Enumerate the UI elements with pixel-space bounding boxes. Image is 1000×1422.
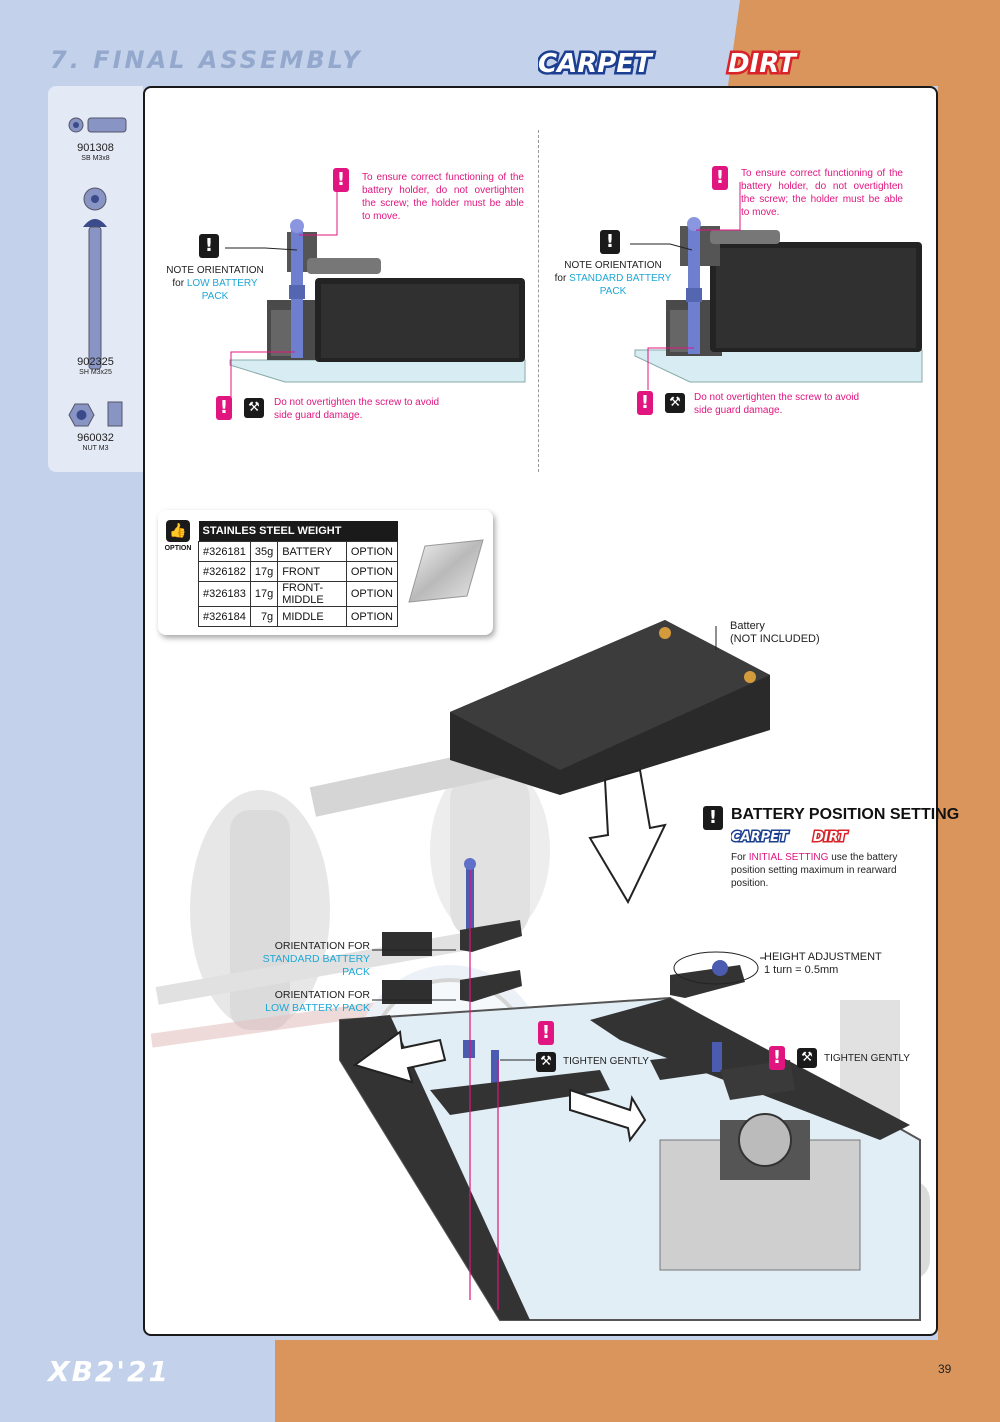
height-adj-line1: HEIGHT ADJUSTMENT	[764, 951, 882, 963]
table-cell: #326183	[198, 581, 251, 607]
table-cell: 17g	[249, 581, 279, 607]
left-orientation-label: NOTE ORIENTATION for LOW BATTERY PACK	[160, 264, 270, 303]
warning-icon: !	[333, 168, 349, 192]
table-cell: OPTION	[345, 606, 399, 627]
table-cell: FRONT	[277, 561, 347, 582]
battery-label-line1: Battery	[730, 620, 765, 632]
right-orientation-line2: for STANDARD BATTERY PACK	[545, 272, 681, 298]
position-badge-dirt: DIRT	[813, 830, 848, 845]
height-adjustment-label: HEIGHT ADJUSTMENT 1 turn = 0.5mm	[764, 951, 882, 977]
option-label: OPTION	[164, 545, 192, 552]
height-adj-line2: 1 turn = 0.5mm	[764, 964, 839, 976]
footer-logo: XB2'21	[48, 1355, 170, 1388]
table-cell: OPTION	[345, 541, 399, 562]
position-badge-carpet: CARPET	[731, 830, 789, 845]
page-number: 39	[938, 1362, 952, 1376]
right-detail-illustration	[630, 182, 923, 390]
right-orientation-line1: NOTE ORIENTATION	[564, 260, 662, 271]
part-code-902325: 902325	[77, 356, 114, 368]
main-assembly-illustration	[150, 620, 930, 1321]
warning-icon: !	[712, 166, 728, 190]
left-orientation-line1: NOTE ORIENTATION	[166, 265, 264, 276]
table-row: #326184 7g MIDDLE OPTION	[198, 606, 399, 627]
table-cell: 35g	[249, 541, 279, 562]
part-desc-960032: NUT M3	[82, 445, 109, 452]
weight-table-header: STAINLES STEEL WEIGHT	[198, 521, 398, 542]
detail-divider	[538, 130, 539, 472]
screwdriver-icon: ⚒	[536, 1052, 556, 1072]
part-desc-901308: SB M3x8	[81, 155, 110, 162]
orient-standard-label: ORIENTATION FOR STANDARD BATTERY PACK	[250, 940, 370, 979]
orient-standard-line1: ORIENTATION FOR	[274, 940, 370, 952]
table-cell: BATTERY	[277, 541, 347, 562]
badge-carpet: CARPET	[538, 49, 654, 79]
table-cell: MIDDLE	[277, 606, 347, 627]
tighten-gently-label-1: TIGHTEN GENTLY	[563, 1056, 649, 1067]
section-title: 7. FINAL ASSEMBLY	[50, 46, 363, 74]
weight-table-title: STAINLES STEEL WEIGHT	[198, 521, 398, 542]
table-row: #326181 35g BATTERY OPTION	[198, 541, 399, 562]
right-orientation-highlight: STANDARD BATTERY PACK	[569, 273, 672, 297]
warning-icon: !	[637, 391, 653, 415]
screwdriver-icon: ⚒	[665, 393, 685, 413]
table-cell: #326182	[198, 561, 251, 582]
position-text: For INITIAL SETTING use the battery posi…	[731, 851, 921, 890]
table-cell: OPTION	[345, 581, 399, 607]
warning-icon: !	[216, 396, 232, 420]
battery-label-line2: (NOT INCLUDED)	[730, 633, 820, 645]
steel-weight-image	[408, 539, 484, 603]
table-cell: OPTION	[345, 561, 399, 582]
table-cell: 7g	[249, 606, 279, 627]
screwdriver-icon: ⚒	[244, 398, 264, 418]
badge-dirt: DIRT	[728, 49, 798, 79]
position-carpet-dirt-badge: CARPET DIRT	[731, 829, 850, 846]
position-text-prefix: For	[731, 852, 746, 863]
part-code-960032: 960032	[77, 432, 114, 444]
orient-standard-line2: STANDARD BATTERY PACK	[262, 953, 370, 978]
table-cell: FRONT-MIDDLE	[277, 581, 347, 607]
left-orientation-prefix: for	[172, 278, 185, 289]
nut-m3-icon	[68, 401, 123, 427]
screw-sh-m3x25-icon	[83, 187, 107, 370]
right-note-bottom: Do not overtighten the screw to avoid si…	[694, 392, 860, 416]
warning-icon: !	[703, 806, 723, 830]
part-desc-902325: SH M3x25	[79, 369, 112, 376]
thumbs-up-icon: 👍	[166, 520, 190, 542]
table-row: #326183 17g FRONT-MIDDLE OPTION	[198, 581, 399, 607]
table-cell: #326181	[198, 541, 251, 562]
tighten-gently-label-2: TIGHTEN GENTLY	[824, 1053, 910, 1064]
battery-label: Battery (NOT INCLUDED)	[730, 620, 820, 646]
left-note-bottom: Do not overtighten the screw to avoid si…	[274, 397, 440, 421]
screwdriver-icon: ⚒	[797, 1048, 817, 1068]
weight-table: STAINLES STEEL WEIGHT #326181 35g BATTER…	[198, 521, 399, 627]
warning-icon: !	[199, 234, 219, 258]
screw-sb-m3x8-icon	[68, 117, 127, 133]
left-note-top: To ensure correct functioning of the bat…	[362, 172, 524, 222]
table-row: #326182 17g FRONT OPTION	[198, 561, 399, 582]
left-detail-illustration	[225, 182, 526, 398]
left-orientation-highlight: LOW BATTERY PACK	[186, 278, 258, 302]
warning-icon: !	[600, 230, 620, 254]
position-text-rest: use the battery position setting maximum…	[731, 852, 898, 889]
right-note-top: To ensure correct functioning of the bat…	[741, 168, 903, 218]
right-orientation-label: NOTE ORIENTATION for STANDARD BATTERY PA…	[545, 259, 681, 298]
orient-low-label: ORIENTATION FOR LOW BATTERY PACK	[250, 989, 370, 1015]
right-orientation-prefix: for	[554, 273, 567, 284]
part-code-901308: 901308	[77, 142, 114, 154]
orient-low-line2: LOW BATTERY PACK	[265, 1002, 370, 1014]
orient-low-line1: ORIENTATION FOR	[274, 989, 370, 1001]
warning-icon: !	[538, 1021, 554, 1045]
left-orientation-line2: for LOW BATTERY PACK	[160, 277, 270, 303]
table-cell: 17g	[249, 561, 279, 582]
position-title: BATTERY POSITION SETTING	[731, 806, 960, 823]
position-text-highlight: INITIAL SETTING	[748, 852, 829, 863]
carpet-dirt-badge: CARPET DIRT	[538, 47, 801, 81]
warning-icon: !	[769, 1046, 785, 1070]
